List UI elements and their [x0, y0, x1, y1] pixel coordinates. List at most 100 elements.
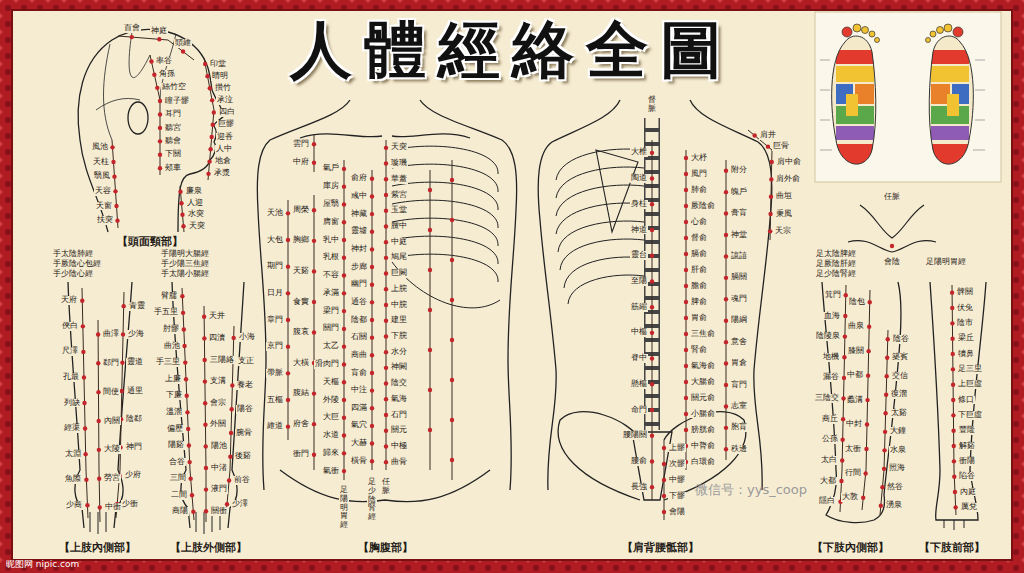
acupoint-dot	[186, 427, 190, 431]
acupoint-label: 關元俞	[690, 394, 716, 403]
acupoint-label: 漏谷	[822, 373, 840, 382]
acupoint-label: 小海	[238, 333, 256, 342]
acupoint-label: 歸來	[322, 449, 340, 458]
acupoint-label: 胞肓	[730, 423, 748, 432]
acupoint-dot	[724, 426, 728, 430]
acupoint-dot	[839, 479, 843, 483]
acupoint-dot	[82, 375, 86, 379]
acupoint-dot	[178, 190, 182, 194]
acupoint-dot	[149, 59, 153, 63]
acupoint-dot	[370, 424, 374, 428]
acupoint-dot	[312, 208, 316, 212]
acupoint-dot	[370, 441, 374, 445]
acupoint-label: 商曲	[350, 351, 368, 360]
acupoint-dot	[370, 230, 374, 234]
acupoint-label: 魄戶	[730, 188, 748, 197]
acupoint-label: 天井	[208, 312, 226, 321]
acupoint-label: 外陵	[322, 396, 340, 405]
acupoint-dot	[184, 377, 188, 381]
acupoint-label: 天宗	[774, 227, 792, 236]
acupoint-label: 不容	[322, 271, 340, 280]
acupoint-dot	[650, 176, 654, 180]
acupoint-label: 肩外俞	[775, 175, 801, 184]
acupoint-dot	[114, 204, 118, 208]
acupoint-dot	[225, 502, 229, 506]
acupoint-dot	[384, 334, 388, 338]
acupoint-label: 紫宮	[390, 191, 408, 200]
acupoint-dot	[342, 398, 346, 402]
acupoint-label: 神堂	[730, 231, 748, 240]
acupoint-label: 魚際	[64, 475, 82, 484]
acupoint-dot	[650, 279, 654, 283]
acupoint-dot	[130, 35, 134, 39]
acupoint-dot	[312, 300, 316, 304]
acupoint-label: 屋翳	[322, 200, 340, 209]
chest-figure	[428, 428, 432, 432]
acupoint-label: 頭維	[174, 39, 192, 48]
acupoint-dot	[953, 490, 957, 494]
acupoint-dot	[684, 348, 688, 352]
acupoint-label: 巨闕	[390, 269, 408, 278]
acupoint-label: 液門	[210, 485, 228, 494]
acupoint-label: 四白	[218, 108, 236, 117]
acupoint-label: 蠡溝	[846, 396, 864, 405]
acupoint-label: 神封	[350, 245, 368, 254]
acupoint-label: 彧中	[350, 192, 368, 201]
head-figure	[129, 32, 150, 78]
acupoint-dot	[883, 411, 887, 415]
acupoint-dot	[152, 73, 156, 77]
acupoint-dot	[286, 238, 290, 242]
acupoint-label: 華蓋	[390, 175, 408, 184]
acupoint-label: 曲泉	[847, 322, 865, 331]
acupoint-dot	[342, 451, 346, 455]
acupoint-label: 胸鄉	[292, 236, 310, 245]
chart-title: 人體經絡全圖	[290, 16, 734, 84]
acupoint-label: 會陰	[883, 258, 901, 267]
acupoint-dot	[121, 304, 125, 308]
acupoint-dot	[203, 423, 207, 427]
acupoint-label: 支溝	[209, 377, 227, 386]
acupoint-label: 聽會	[164, 137, 182, 146]
acupoint-label: 頰車	[164, 164, 182, 173]
acupoint-dot	[724, 169, 728, 173]
acupoint-label: 陰陵泉	[815, 332, 841, 341]
acupoint-label: 豐隆	[958, 426, 976, 435]
acupoint-dot	[724, 383, 728, 387]
meridian-name: 手太陽小腸經	[160, 270, 210, 279]
acupoint-label: 膝關	[847, 347, 865, 356]
acupoint-label: 附分	[730, 166, 748, 175]
acupoint-dot	[209, 135, 213, 139]
acupoint-label: 曲骨	[390, 458, 408, 467]
acupoint-label: 郄門	[102, 359, 120, 368]
acupoint-dot	[82, 401, 86, 405]
acupoint-dot	[370, 318, 374, 322]
acupoint-label: 期門	[266, 262, 284, 271]
acupoint-dot	[229, 431, 233, 435]
acupoint-label: 聽宮	[164, 124, 182, 133]
acupoint-dot	[312, 453, 316, 457]
acupoint-dot	[861, 496, 865, 500]
acupoint-dot	[384, 209, 388, 213]
acupoint-dot	[188, 476, 192, 480]
acupoint-label: 庫房	[322, 182, 340, 191]
acupoint-label: 絲竹空	[161, 83, 187, 92]
acupoint-dot	[384, 381, 388, 385]
acupoint-label: 府舍	[292, 420, 310, 429]
acupoint-label: 長強	[630, 483, 648, 492]
acupoint-dot	[843, 334, 847, 338]
acupoint-dot	[342, 380, 346, 384]
acupoint-label: 上巨虛	[957, 380, 983, 389]
acupoint-label: 陰郄	[125, 415, 143, 424]
acupoint-dot	[370, 177, 374, 181]
acupoint-dot	[384, 429, 388, 433]
meridian-name: 手陽明大腸經	[160, 250, 210, 259]
acupoint-dot	[370, 283, 374, 287]
acupoint-label: 天樞	[322, 378, 340, 387]
acupoint-dot	[208, 86, 212, 90]
acupoint-dot	[384, 146, 388, 150]
acupoint-label: 照海	[888, 464, 906, 473]
acupoint-label: 大巨	[322, 413, 340, 422]
acupoint-label: 白環俞	[690, 458, 716, 467]
